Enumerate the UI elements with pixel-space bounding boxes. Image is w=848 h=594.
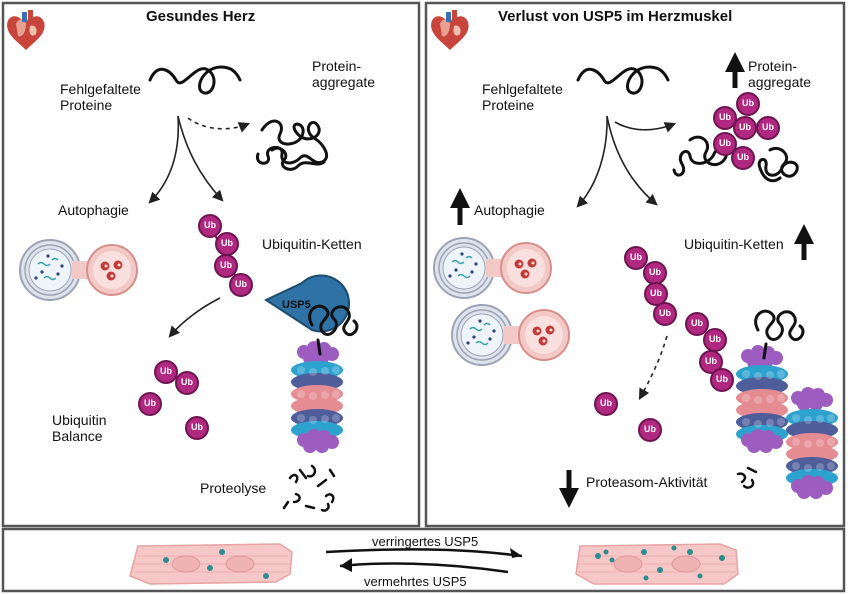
label-ubiquitin-chains-left: Ubiquitin-Ketten: [262, 236, 362, 252]
protein-aggregate: [255, 119, 328, 171]
label-ubiquitin-balance: Ubiquitin Balance: [52, 412, 107, 444]
ubiquitin-on-aggregates: [713, 92, 780, 170]
increase-arrows: [450, 52, 814, 260]
ubiquitin-label: Ub: [649, 267, 661, 277]
ubiquitin-label: Ub: [220, 260, 232, 270]
label-ubiquitin-chains-right: Ubiquitin-Ketten: [684, 236, 784, 252]
autophagosome-lysosome-right-1: [433, 237, 552, 299]
ubiquitin-label: Ub: [659, 308, 671, 318]
substrate-protein-left: [308, 304, 359, 356]
ubiquitin-label: Ub: [160, 366, 172, 376]
right-panel-title: Verlust von USP5 im Herzmuskel: [498, 8, 733, 25]
proteasome-cap-right-2: [791, 387, 833, 411]
peptide-fragments-right: [736, 466, 758, 489]
ubiquitin-label: Ub: [762, 122, 774, 132]
left-panel-frame: [1, 1, 421, 528]
cardiomyocyte-usp5-loss: [575, 543, 739, 585]
proteasome-left: [291, 361, 343, 439]
ubiquitin-label: Ub: [691, 318, 703, 328]
ubiquitin-chain-left: [198, 214, 253, 297]
ubiquitin-label: Ub: [600, 398, 612, 408]
misfolded-protein-strand: [148, 65, 242, 95]
label-misfolded-left: Fehlgefaltete Proteine: [60, 81, 141, 113]
ubiquitin-chain-right: [624, 246, 734, 392]
label-autophagy-left: Autophagie: [58, 202, 129, 218]
ubiquitin-label: Ub: [181, 377, 193, 387]
substrate-protein-right: [754, 309, 805, 360]
proteasome-right-2: [786, 409, 838, 487]
label-proteasome-activity: Proteasom-Aktivität: [586, 474, 708, 490]
ubiquitin-label: Ub: [719, 138, 731, 148]
right-panel-frame: [424, 1, 846, 528]
label-misfolded-right: Fehlgefaltete Proteine: [482, 81, 563, 113]
free-ubiquitin-left: [138, 360, 209, 440]
label-increased-usp5: vermehrtes USP5: [364, 574, 467, 589]
ubiquitin-label: Ub: [191, 422, 203, 432]
left-panel-title: Gesundes Herz: [146, 8, 256, 25]
ubiquitin-label: Ub: [709, 334, 721, 344]
ubiquitin-label: Ub: [630, 252, 642, 262]
ubiquitin-label: Ub: [719, 112, 731, 122]
ubiquitin-label: Ub: [705, 356, 717, 366]
heart-icon-left: [7, 10, 45, 50]
ubiquitin-label: Ub: [644, 424, 656, 434]
autophagosome-lysosome-left: [19, 239, 138, 301]
ubiquitin-label: Ub: [650, 288, 662, 298]
free-ubiquitin-right: [594, 392, 662, 442]
ubiquitin-label: Ub: [737, 152, 749, 162]
label-decreased-usp5: verringertes USP5: [372, 534, 479, 549]
usp5-enzyme: [263, 274, 351, 333]
ubiquitin-label: Ub: [716, 374, 728, 384]
ubiquitin-label: Ub: [144, 398, 156, 408]
ubiquitin-label: Ub: [221, 238, 233, 248]
misfolded-protein-strand-right: [576, 65, 670, 95]
peptide-fragments: [282, 464, 336, 512]
ubiquitinated-aggregates: [672, 135, 799, 183]
reversible-arrows: [325, 548, 523, 574]
ubiquitin-label: Ub: [235, 279, 247, 289]
heart-icon-right: [431, 10, 469, 50]
label-aggregates-right: Protein- aggregate: [748, 58, 812, 90]
autophagosome-lysosome-right-2: [451, 304, 570, 366]
bottom-panel-frame: [1, 527, 846, 593]
usp5-label: USP5: [282, 299, 311, 311]
ubiquitin-label: Ub: [204, 220, 216, 230]
label-aggregates-left: Protein- aggregate: [312, 58, 376, 90]
label-proteolysis: Proteolyse: [200, 480, 267, 496]
ubiquitin-label: Ub: [739, 122, 751, 132]
cardiomyocyte-healthy: [129, 543, 293, 585]
label-autophagy-right: Autophagie: [474, 202, 545, 218]
ubiquitin-label: Ub: [742, 98, 754, 108]
